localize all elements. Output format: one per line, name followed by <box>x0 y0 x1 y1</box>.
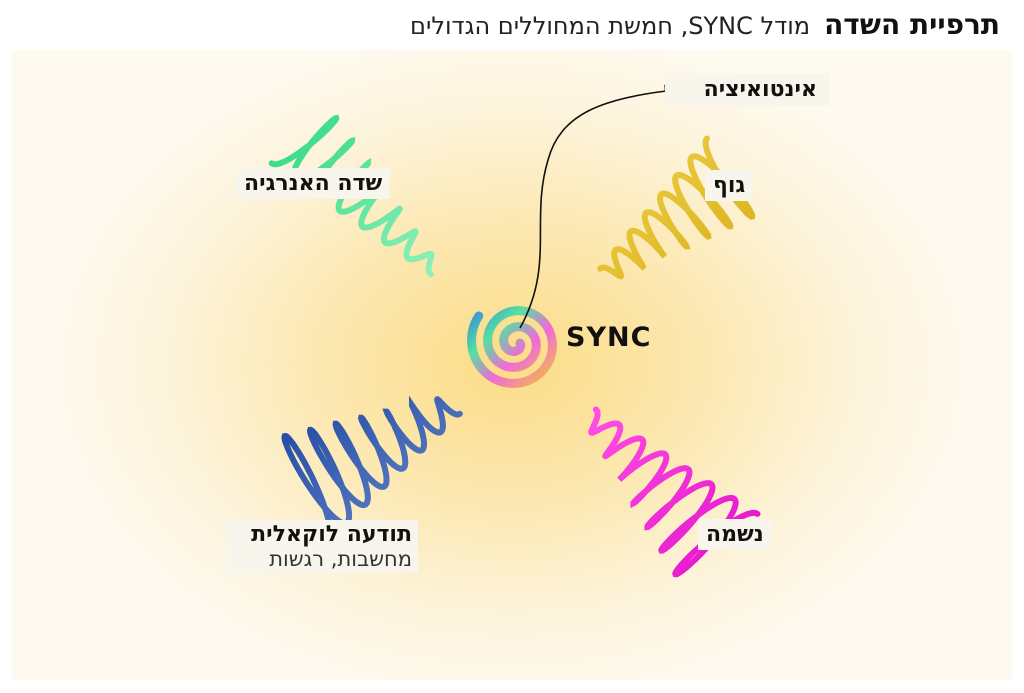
body-coil <box>597 135 756 280</box>
soul-coil <box>588 406 761 578</box>
sync-spiral <box>467 306 557 388</box>
intuition-label: אינטואיציה <box>665 73 829 106</box>
intuition-arrow <box>519 84 678 329</box>
local-awareness-sublabel: מחשבות, רגשות <box>269 547 412 571</box>
local-awareness-box: תודעה לוקאלית מחשבות, רגשות <box>226 520 418 573</box>
header: תרפיית השדה מודל SYNC, חמשת המחוללים הגד… <box>410 8 1000 48</box>
body-label: גוף <box>705 170 754 201</box>
page-subtitle: מודל SYNC, חמשת המחוללים הגדולים <box>410 12 811 40</box>
soul-label: נשמה <box>698 519 772 550</box>
page-title: תרפיית השדה <box>824 8 1000 41</box>
energy-field-label: שדה האנרגיה <box>236 168 391 199</box>
local-awareness-label: תודעה לוקאלית <box>251 522 412 547</box>
sync-label: SYNC <box>566 322 652 353</box>
local-awareness-coil <box>281 395 463 544</box>
